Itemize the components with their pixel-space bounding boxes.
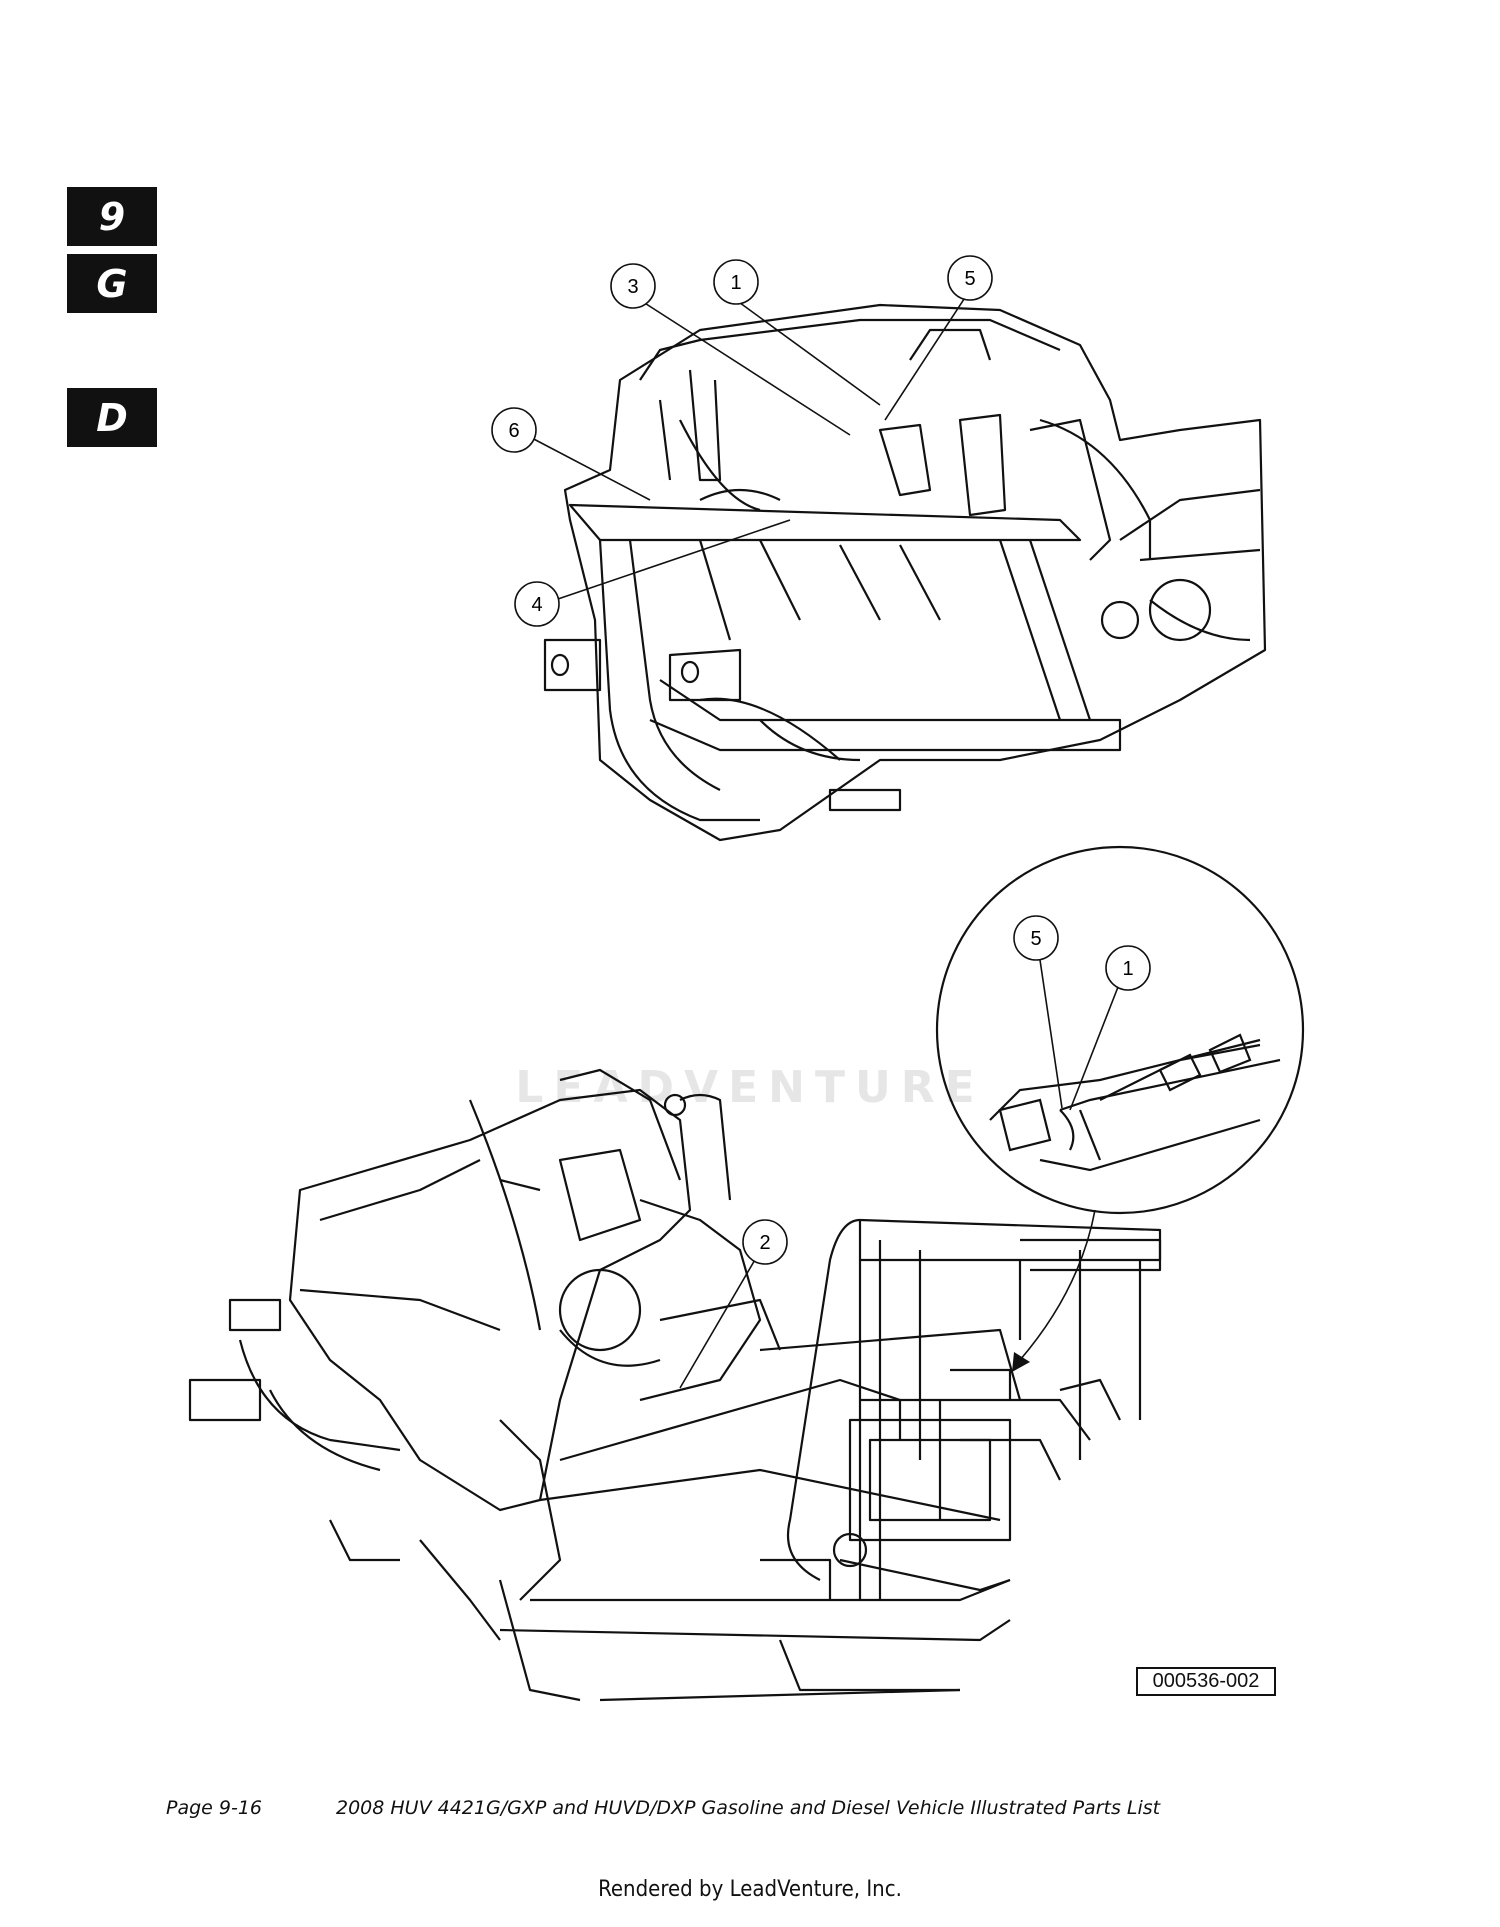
detail-leader-lines	[1019, 959, 1119, 1361]
callout-5: 5	[964, 268, 975, 290]
rendered-by-notice: Rendered by LeadVenture, Inc.	[598, 1877, 902, 1902]
detail-callout-circles	[1013, 915, 1151, 991]
lower-leader-lines	[679, 1257, 757, 1389]
footer-document-title: 2008 HUV 4421G/GXP and HUVD/DXP Gasoline…	[336, 1797, 1161, 1819]
detail-arrowhead	[1012, 1352, 1030, 1372]
callout-2: 2	[759, 1232, 770, 1254]
callout-4: 4	[531, 594, 542, 616]
figure-code: 000536-002	[1136, 1667, 1276, 1696]
upper-assembly-drawing	[543, 303, 1267, 842]
section-tab-g: G	[67, 254, 157, 313]
upper-callout-circles	[491, 255, 993, 627]
section-tab-d: D	[67, 388, 157, 447]
watermark-logo: LEADVENTURE	[515, 1062, 985, 1113]
upper-leader-lines	[527, 295, 967, 601]
footer-page-number: Page 9-16	[166, 1797, 263, 1819]
lower-assembly-drawing	[188, 1068, 1162, 1702]
callout-1: 1	[730, 272, 741, 294]
callout-3: 3	[627, 276, 638, 298]
detail-callout-1: 1	[1122, 958, 1133, 980]
callout-6: 6	[508, 420, 519, 442]
detail-callout-5: 5	[1030, 928, 1041, 950]
detail-view-drawing	[935, 845, 1305, 1215]
section-tab-9: 9	[67, 187, 157, 246]
lower-callout-circle	[742, 1219, 788, 1265]
